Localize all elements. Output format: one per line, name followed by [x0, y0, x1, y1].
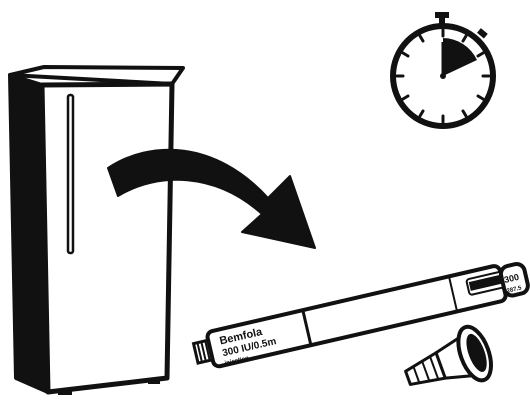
- pen-route-label: injection: [224, 355, 250, 366]
- fridge-foot: [148, 378, 160, 384]
- pen-scale-max: 300: [503, 272, 520, 285]
- fridge-handle: [66, 93, 75, 255]
- curved-arrow-icon: [107, 148, 316, 249]
- fridge-foot: [58, 389, 72, 395]
- stopwatch-icon: [390, 12, 496, 129]
- refrigerator-icon: [8, 65, 185, 395]
- pen-scale-sub: 287.5: [506, 285, 523, 294]
- injection-pen-icon: Bemfola 300 IU/0.5m injection 300 287.5: [191, 262, 530, 369]
- needle-cap-icon: [404, 324, 493, 386]
